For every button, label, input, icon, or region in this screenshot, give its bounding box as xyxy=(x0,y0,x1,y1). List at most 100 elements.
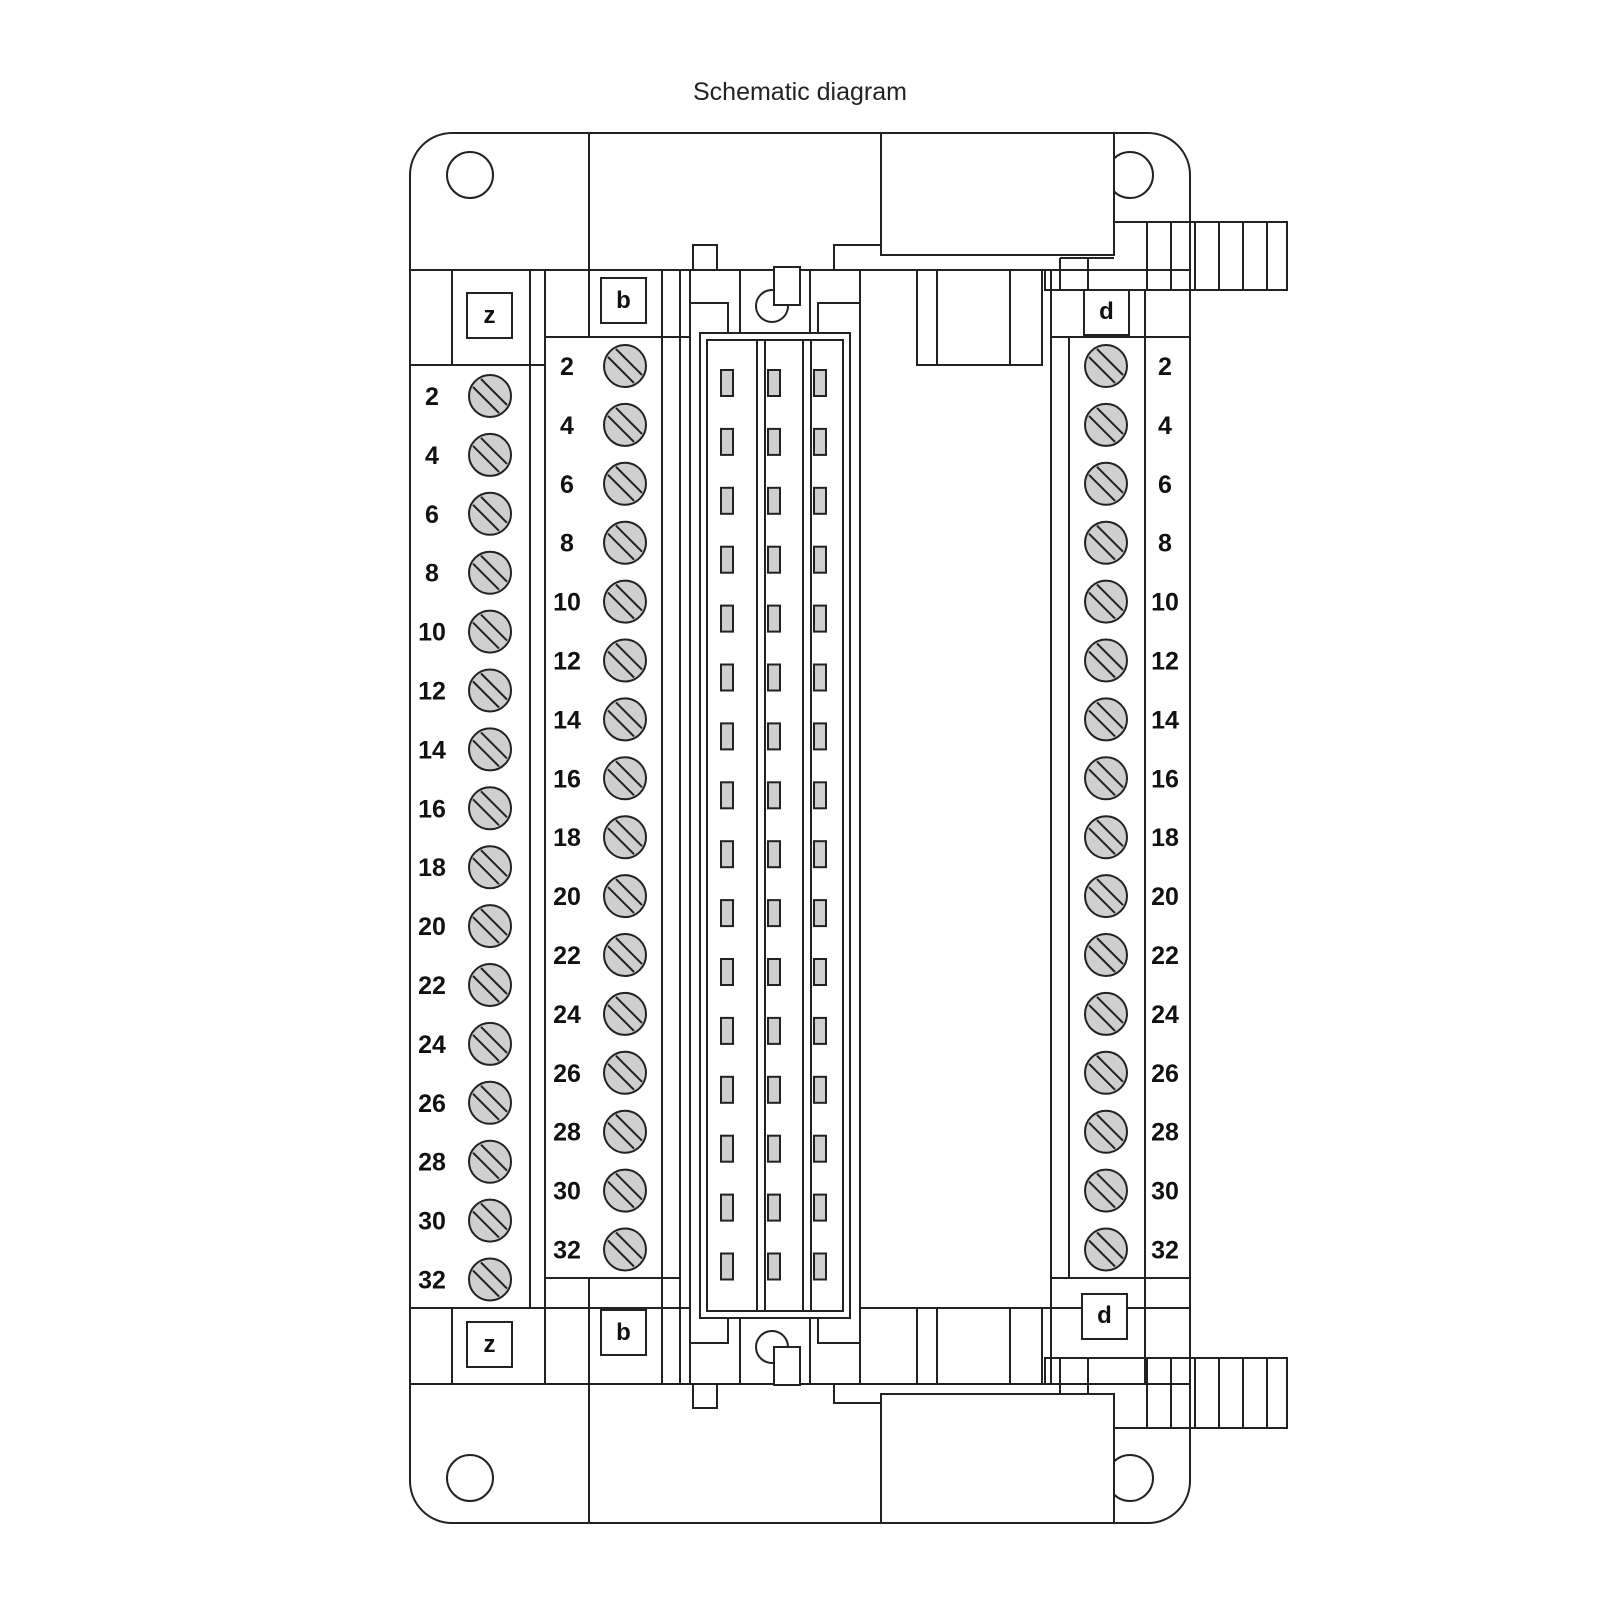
screw-slot-line xyxy=(1088,1004,1116,1032)
connector-pin xyxy=(813,1016,827,1045)
screw-slot-line xyxy=(615,1113,643,1142)
terminal-b-30: 30 xyxy=(553,1168,647,1213)
terminal-number-label: 14 xyxy=(1151,706,1179,734)
screw-icon xyxy=(1084,1050,1128,1095)
connector-pin xyxy=(720,486,734,515)
connector-pin xyxy=(720,663,734,692)
screw-slot-line xyxy=(472,857,500,885)
terminal-number-label: 12 xyxy=(418,678,446,706)
terminal-b-8: 8 xyxy=(560,520,647,565)
screw-slot-line xyxy=(1096,642,1124,671)
screw-slot-line xyxy=(472,386,500,414)
terminal-d-18: 18 xyxy=(1084,815,1179,860)
screw-slot-line xyxy=(1088,1121,1116,1150)
terminal-number-label: 6 xyxy=(560,471,574,499)
screw-slot-line xyxy=(1088,415,1116,443)
screw-icon xyxy=(1084,991,1128,1036)
screw-icon xyxy=(468,845,512,890)
connector-pin xyxy=(813,899,827,928)
terminal-b-12: 12 xyxy=(553,638,647,683)
terminal-number-label: 18 xyxy=(1151,824,1179,852)
screw-slot-line xyxy=(480,1261,508,1290)
connector-pin xyxy=(813,1193,827,1222)
screw-icon xyxy=(1084,874,1128,919)
screw-slot-line xyxy=(607,886,635,914)
screw-slot-line xyxy=(1088,650,1116,679)
terminal-number-label: 20 xyxy=(1151,883,1179,911)
screw-slot-line xyxy=(472,1210,500,1239)
pin-connector xyxy=(689,244,861,1409)
connector-pin xyxy=(767,1134,781,1163)
screw-icon xyxy=(603,1227,647,1272)
screw-slot-line xyxy=(1096,819,1124,847)
connector-pin xyxy=(720,545,734,574)
connector-pin xyxy=(813,604,827,633)
terminal-number-label: 10 xyxy=(418,619,446,647)
screw-icon xyxy=(603,579,647,624)
screw-icon xyxy=(468,668,512,713)
terminal-number-label: 10 xyxy=(1151,589,1179,617)
screw-icon xyxy=(603,933,647,977)
terminal-number-label: 8 xyxy=(560,530,574,558)
screw-slot-line xyxy=(472,975,500,1003)
screw-slot-line xyxy=(615,524,643,553)
column-b-label-top: b xyxy=(616,287,631,314)
connector-pin xyxy=(813,1252,827,1281)
connector-pin xyxy=(767,1252,781,1281)
screw-slot-line xyxy=(480,731,508,760)
screw-icon xyxy=(1084,1168,1128,1213)
screw-slot-line xyxy=(607,356,635,384)
screw-icon xyxy=(1084,697,1128,742)
terminal-b-14: 14 xyxy=(553,697,647,742)
column-d-label-bottom: d xyxy=(1097,1302,1112,1329)
terminal-number-label: 2 xyxy=(560,353,574,381)
screw-slot-line xyxy=(607,650,635,679)
terminal-d-12: 12 xyxy=(1084,638,1179,683)
terminal-b-18: 18 xyxy=(553,815,647,860)
screw-slot-line xyxy=(1096,937,1124,965)
screw-icon xyxy=(468,1021,512,1066)
screw-slot-line xyxy=(1088,1239,1116,1268)
terminal-z-20: 20 xyxy=(418,904,512,949)
screw-slot-line xyxy=(615,760,643,789)
screw-icon xyxy=(603,402,647,447)
connector-pin xyxy=(720,840,734,869)
screw-icon xyxy=(468,1198,512,1243)
screw-slot-line xyxy=(615,1172,643,1201)
screw-slot-line xyxy=(472,1269,500,1298)
terminal-number-label: 30 xyxy=(1151,1178,1179,1206)
connector-bottom-latch xyxy=(773,1346,801,1386)
terminal-number-label: 14 xyxy=(553,706,581,734)
connector-pin xyxy=(767,1016,781,1045)
terminal-d-10: 10 xyxy=(1084,579,1179,624)
connector-pin xyxy=(720,1075,734,1104)
connector-pin xyxy=(720,604,734,633)
screw-icon xyxy=(468,609,512,654)
column-label-d-top: d xyxy=(1083,289,1130,336)
screw-slot-line xyxy=(1096,1055,1124,1083)
screw-slot-line xyxy=(1096,996,1124,1024)
screw-slot-line xyxy=(615,466,643,494)
connector-pin xyxy=(720,1134,734,1163)
connector-pin xyxy=(767,427,781,456)
screw-slot-line xyxy=(607,709,635,738)
screw-icon xyxy=(603,638,647,683)
screw-slot-line xyxy=(607,1004,635,1032)
screw-slot-line xyxy=(615,701,643,730)
terminal-z-24: 24 xyxy=(418,1021,512,1066)
connector-pin xyxy=(813,427,827,456)
screw-slot-line xyxy=(480,437,508,465)
mounting-hole-bottom-left xyxy=(446,1454,494,1502)
screw-icon xyxy=(603,1109,647,1154)
screw-slot-line xyxy=(615,583,643,612)
screw-slot-line xyxy=(1088,827,1116,855)
connector-pin xyxy=(767,486,781,515)
screw-slot-line xyxy=(1088,356,1116,384)
connector-pin xyxy=(720,427,734,456)
screw-icon xyxy=(468,432,512,477)
column-label-b-bottom: b xyxy=(600,1309,647,1356)
screw-icon xyxy=(603,1168,647,1213)
screw-icon xyxy=(468,491,512,536)
connector-pin xyxy=(767,663,781,692)
terminal-number-label: 4 xyxy=(1158,412,1172,440)
